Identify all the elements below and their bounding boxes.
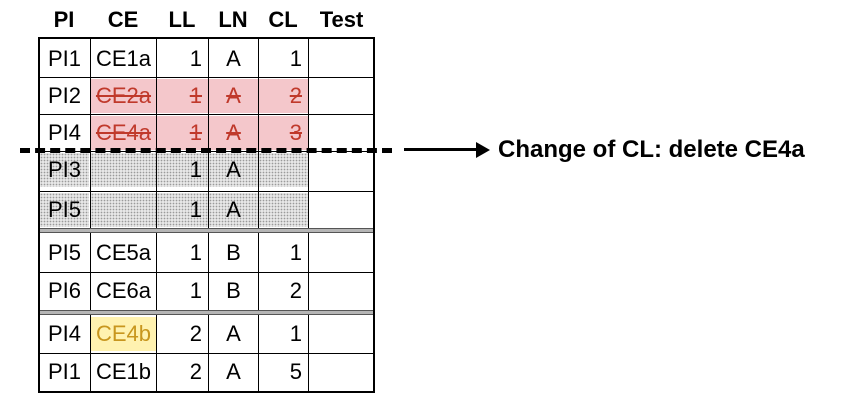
cell-pi: PI3 — [40, 153, 89, 187]
cell-ln: B — [226, 240, 241, 265]
cell-ce: CE4a — [91, 116, 156, 150]
cell-ln: A — [209, 116, 258, 150]
cell-ll: 1 — [189, 46, 202, 71]
cell-pi: PI1 — [47, 359, 82, 384]
deleted-value: A — [226, 120, 241, 145]
cell-cl: 1 — [289, 321, 302, 346]
row-divider — [38, 353, 375, 354]
cell-ln: A — [226, 46, 241, 71]
column-divider — [258, 37, 259, 393]
cell-ll: 1 — [189, 240, 202, 265]
deleted-value: CE4a — [95, 120, 152, 145]
cell-pi: PI4 — [47, 321, 82, 346]
cell-ll: 1 — [157, 153, 208, 187]
cell-ln: A — [209, 153, 258, 187]
group-separator — [40, 228, 373, 233]
header-ll: LL — [168, 7, 196, 32]
cell-ln: A — [226, 359, 241, 384]
arrow-head-icon — [476, 142, 490, 158]
header-ce: CE — [107, 7, 139, 32]
group-separator — [40, 310, 373, 315]
cell-ln: B — [226, 278, 241, 303]
cell-pi: PI2 — [47, 83, 82, 108]
row-divider — [38, 272, 375, 273]
cell-ce — [91, 153, 156, 187]
deleted-value: 3 — [289, 120, 302, 145]
column-divider — [90, 37, 91, 393]
cell-cl: 3 — [259, 116, 308, 150]
cell-ce: CE5a — [95, 240, 152, 265]
cell-ln: A — [209, 193, 258, 227]
deleted-value: A — [226, 83, 241, 108]
row-divider — [38, 191, 375, 192]
cell-ce — [91, 193, 156, 227]
cell-cl: 5 — [289, 359, 302, 384]
cell-pi: PI1 — [47, 46, 82, 71]
row-divider — [38, 77, 375, 78]
cut-line — [20, 148, 392, 153]
cell-cl: 1 — [289, 46, 302, 71]
header-cl: CL — [268, 7, 298, 32]
header-ln: LN — [218, 7, 248, 32]
table-border — [38, 37, 375, 393]
row-divider — [38, 114, 375, 115]
cell-pi: PI5 — [40, 193, 89, 227]
cell-cl: 1 — [289, 240, 302, 265]
cell-ll: 2 — [189, 359, 202, 384]
cell-ll: 1 — [189, 278, 202, 303]
cell-ce: CE1b — [95, 359, 152, 384]
cell-pi: PI6 — [47, 278, 82, 303]
deleted-value: 1 — [189, 83, 202, 108]
deleted-value: 1 — [189, 120, 202, 145]
cell-ln: A — [226, 321, 241, 346]
cell-ce: CE4b — [91, 317, 156, 351]
column-divider — [156, 37, 157, 393]
change-note: Change of CL: delete CE4a — [498, 136, 805, 163]
cell-ll: 1 — [157, 193, 208, 227]
cell-ll: 1 — [157, 116, 208, 150]
deleted-value: CE2a — [95, 83, 152, 108]
cell-pi: PI4 — [47, 120, 82, 145]
deleted-value: 2 — [289, 83, 302, 108]
cell-cl: 2 — [259, 79, 308, 113]
cell-ce: CE1a — [95, 46, 152, 71]
header-test: Test — [319, 7, 364, 32]
cell-ce: CE6a — [95, 278, 152, 303]
cell-ln: A — [209, 79, 258, 113]
arrow-shaft — [404, 148, 478, 151]
cell-ce: CE2a — [91, 79, 156, 113]
column-divider — [208, 37, 209, 393]
cell-ll: 1 — [157, 79, 208, 113]
cell-cl: 2 — [289, 278, 302, 303]
cell-cl — [259, 153, 308, 187]
cell-ll: 2 — [189, 321, 202, 346]
column-divider — [308, 37, 309, 393]
cell-pi: PI5 — [47, 240, 82, 265]
header-pi: PI — [53, 7, 75, 32]
cell-cl — [259, 193, 308, 227]
